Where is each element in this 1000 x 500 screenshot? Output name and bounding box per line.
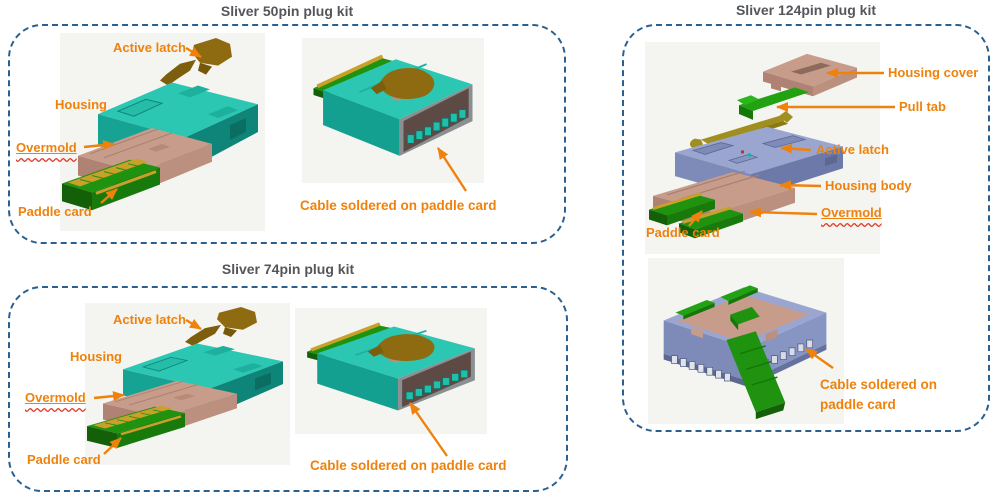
panel-124pin-plug-kit: Housing cover Pull tab Active latch Hous… bbox=[622, 24, 990, 432]
label-overmold: Overmold bbox=[16, 140, 77, 155]
assembled-view-74pin-illustration bbox=[295, 308, 487, 434]
label-housing-cover: Housing cover bbox=[888, 65, 979, 80]
label-cable-soldered: Cable soldered on paddle card bbox=[820, 377, 938, 412]
label-overmold: Overmold bbox=[821, 205, 882, 220]
panel-title-124pin: Sliver 124pin plug kit bbox=[735, 2, 877, 18]
label-active-latch: Active latch bbox=[113, 312, 186, 327]
exploded-view-50pin-illustration bbox=[60, 33, 265, 231]
assembled-view-124pin-illustration bbox=[648, 258, 844, 424]
label-housing-body: Housing body bbox=[825, 178, 912, 193]
label-housing: Housing bbox=[70, 349, 122, 364]
assembled-view-50pin-illustration bbox=[302, 38, 484, 183]
label-cable-soldered: Cable soldered on paddle card bbox=[300, 198, 497, 213]
label-paddle-card: Paddle card bbox=[27, 452, 101, 467]
label-housing: Housing bbox=[55, 97, 107, 112]
label-paddle-card: Paddle card bbox=[18, 204, 92, 219]
panel-74pin-plug-kit: Active latch Housing Overmold Paddle car… bbox=[8, 286, 568, 492]
label-paddle-card: Paddle card bbox=[646, 225, 720, 240]
panel-50pin-plug-kit: Active latch Housing Overmold Paddle car… bbox=[8, 24, 566, 244]
label-pull-tab: Pull tab bbox=[899, 99, 946, 114]
label-cable-soldered: Cable soldered on paddle card bbox=[310, 458, 507, 473]
label-overmold: Overmold bbox=[25, 390, 86, 405]
panel-title-50pin: Sliver 50pin plug kit bbox=[220, 3, 354, 19]
label-active-latch: Active latch bbox=[816, 142, 889, 157]
label-active-latch: Active latch bbox=[113, 40, 186, 55]
exploded-view-124pin-illustration bbox=[645, 42, 880, 254]
panel-title-74pin: Sliver 74pin plug kit bbox=[221, 261, 355, 277]
